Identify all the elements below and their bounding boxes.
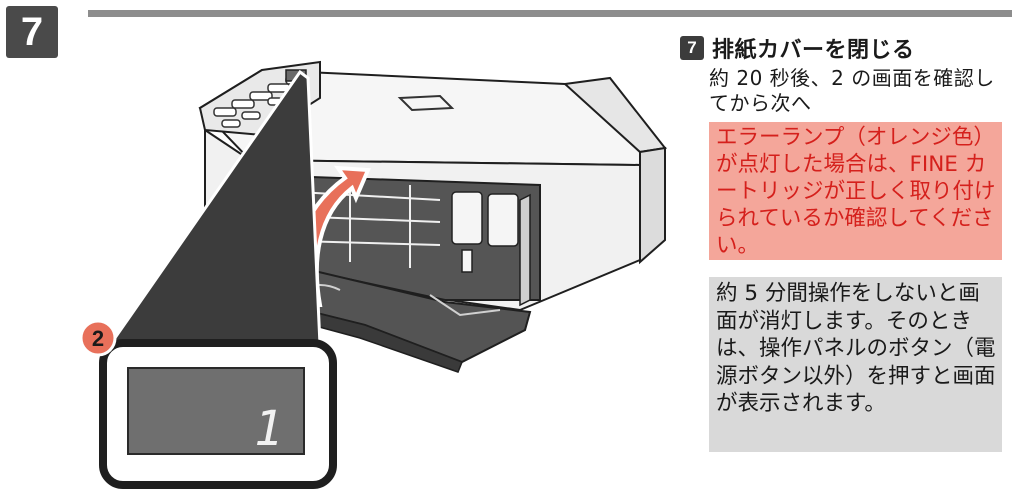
callout-2: 2 xyxy=(79,319,117,357)
header-rule xyxy=(88,10,1012,17)
instruction-step-badge: 7 xyxy=(680,36,704,60)
warning-note: エラーランプ（オレンジ色）が点灯した場合は、FINE カートリッジが正しく取り付… xyxy=(709,122,1002,260)
instruction-description: 約 20 秒後、2 の画面を確認してから次へ xyxy=(709,66,995,115)
display-zoom: 1 xyxy=(99,339,337,489)
step-number-badge: 7 xyxy=(6,6,58,58)
svg-text:2: 2 xyxy=(92,326,104,351)
instruction-panel: 7 排紙カバーを閉じる 約 20 秒後、2 の画面を確認してから次へ エラーラン… xyxy=(680,30,1016,452)
instruction-title: 排紙カバーを閉じる xyxy=(712,38,915,63)
printer-illustration: 1 1 2 xyxy=(79,60,667,489)
display-digit: 1 xyxy=(254,401,283,457)
info-note: 約 5 分間操作をしないと画面が消灯します。そのときは、操作パネルのボタン（電源… xyxy=(709,277,1002,452)
instruction-heading: 7 排紙カバーを閉じる xyxy=(680,30,1016,66)
